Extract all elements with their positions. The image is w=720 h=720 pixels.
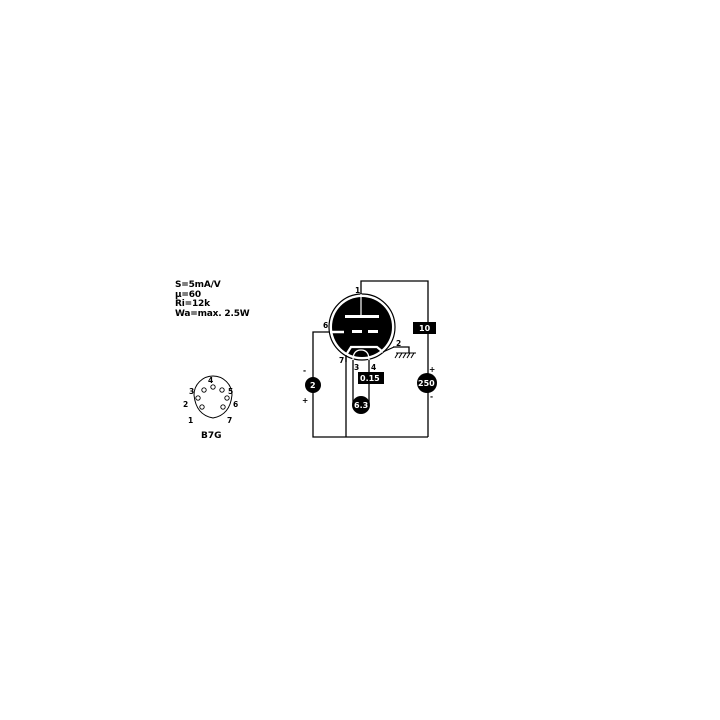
anode-supply-value: 250 [418, 379, 435, 388]
tube-pin-heater-a-label: 3 [354, 363, 359, 372]
grid-bias-plus-sign: + [302, 396, 308, 405]
spec-internal-resistance: Ri=12k [175, 299, 210, 309]
tube-pin-cathode-a-label: 7 [339, 356, 344, 365]
cathode [345, 345, 384, 356]
tube-pin-heater-b-label: 4 [371, 363, 376, 372]
heater-filament [352, 349, 370, 361]
base-pinout-diagram: 1 2 3 4 5 6 7 B7G [183, 375, 238, 441]
tube-pin-grid-label: 6 [323, 321, 328, 330]
grid-bias-value: 2 [310, 381, 316, 390]
heater-current-box: 0.15 [358, 372, 384, 384]
base-pin-label-1: 1 [188, 416, 193, 425]
spec-anode-dissipation: Wa=max. 2.5W [175, 308, 250, 319]
anode-current-box: 10 [413, 322, 436, 334]
anode-supply-plus-sign: + [429, 365, 435, 374]
heater-voltage-source: 6.3 [352, 396, 370, 414]
grid-bias-minus-sign: - [303, 366, 306, 375]
wiring [312, 280, 429, 438]
heater-current-value: 0.15 [360, 374, 380, 383]
tube-pin-cathode-b-label: 2 [396, 339, 401, 348]
grid-bias-source: 2 - + [302, 366, 321, 405]
anode-supply-source: 250 + - [417, 365, 437, 401]
anode-supply-minus-sign: - [430, 392, 433, 401]
anode-current-value: 10 [419, 324, 431, 333]
base-type-label: B7G [201, 431, 222, 441]
base-pin-label-5: 5 [228, 387, 233, 396]
base-pin-label-2: 2 [183, 400, 188, 409]
tube-specifications: S=5mA/V μ=60 Ri=12k Wa=max. 2.5W [175, 280, 250, 319]
spec-transconductance: S=5mA/V [175, 280, 221, 290]
base-pin-label-3: 3 [189, 387, 194, 396]
base-pin-label-7: 7 [227, 416, 232, 425]
control-grid [352, 330, 362, 333]
tube-pin-anode-label: 1 [355, 286, 360, 295]
heater-voltage-value: 6.3 [354, 401, 368, 410]
base-pin-label-6: 6 [233, 400, 238, 409]
ground-icon [394, 352, 416, 359]
vacuum-tube-triode [328, 293, 396, 362]
base-pin-label-4: 4 [208, 376, 213, 385]
spec-amplification-factor: μ=60 [175, 289, 201, 300]
anode-plate [345, 315, 379, 318]
